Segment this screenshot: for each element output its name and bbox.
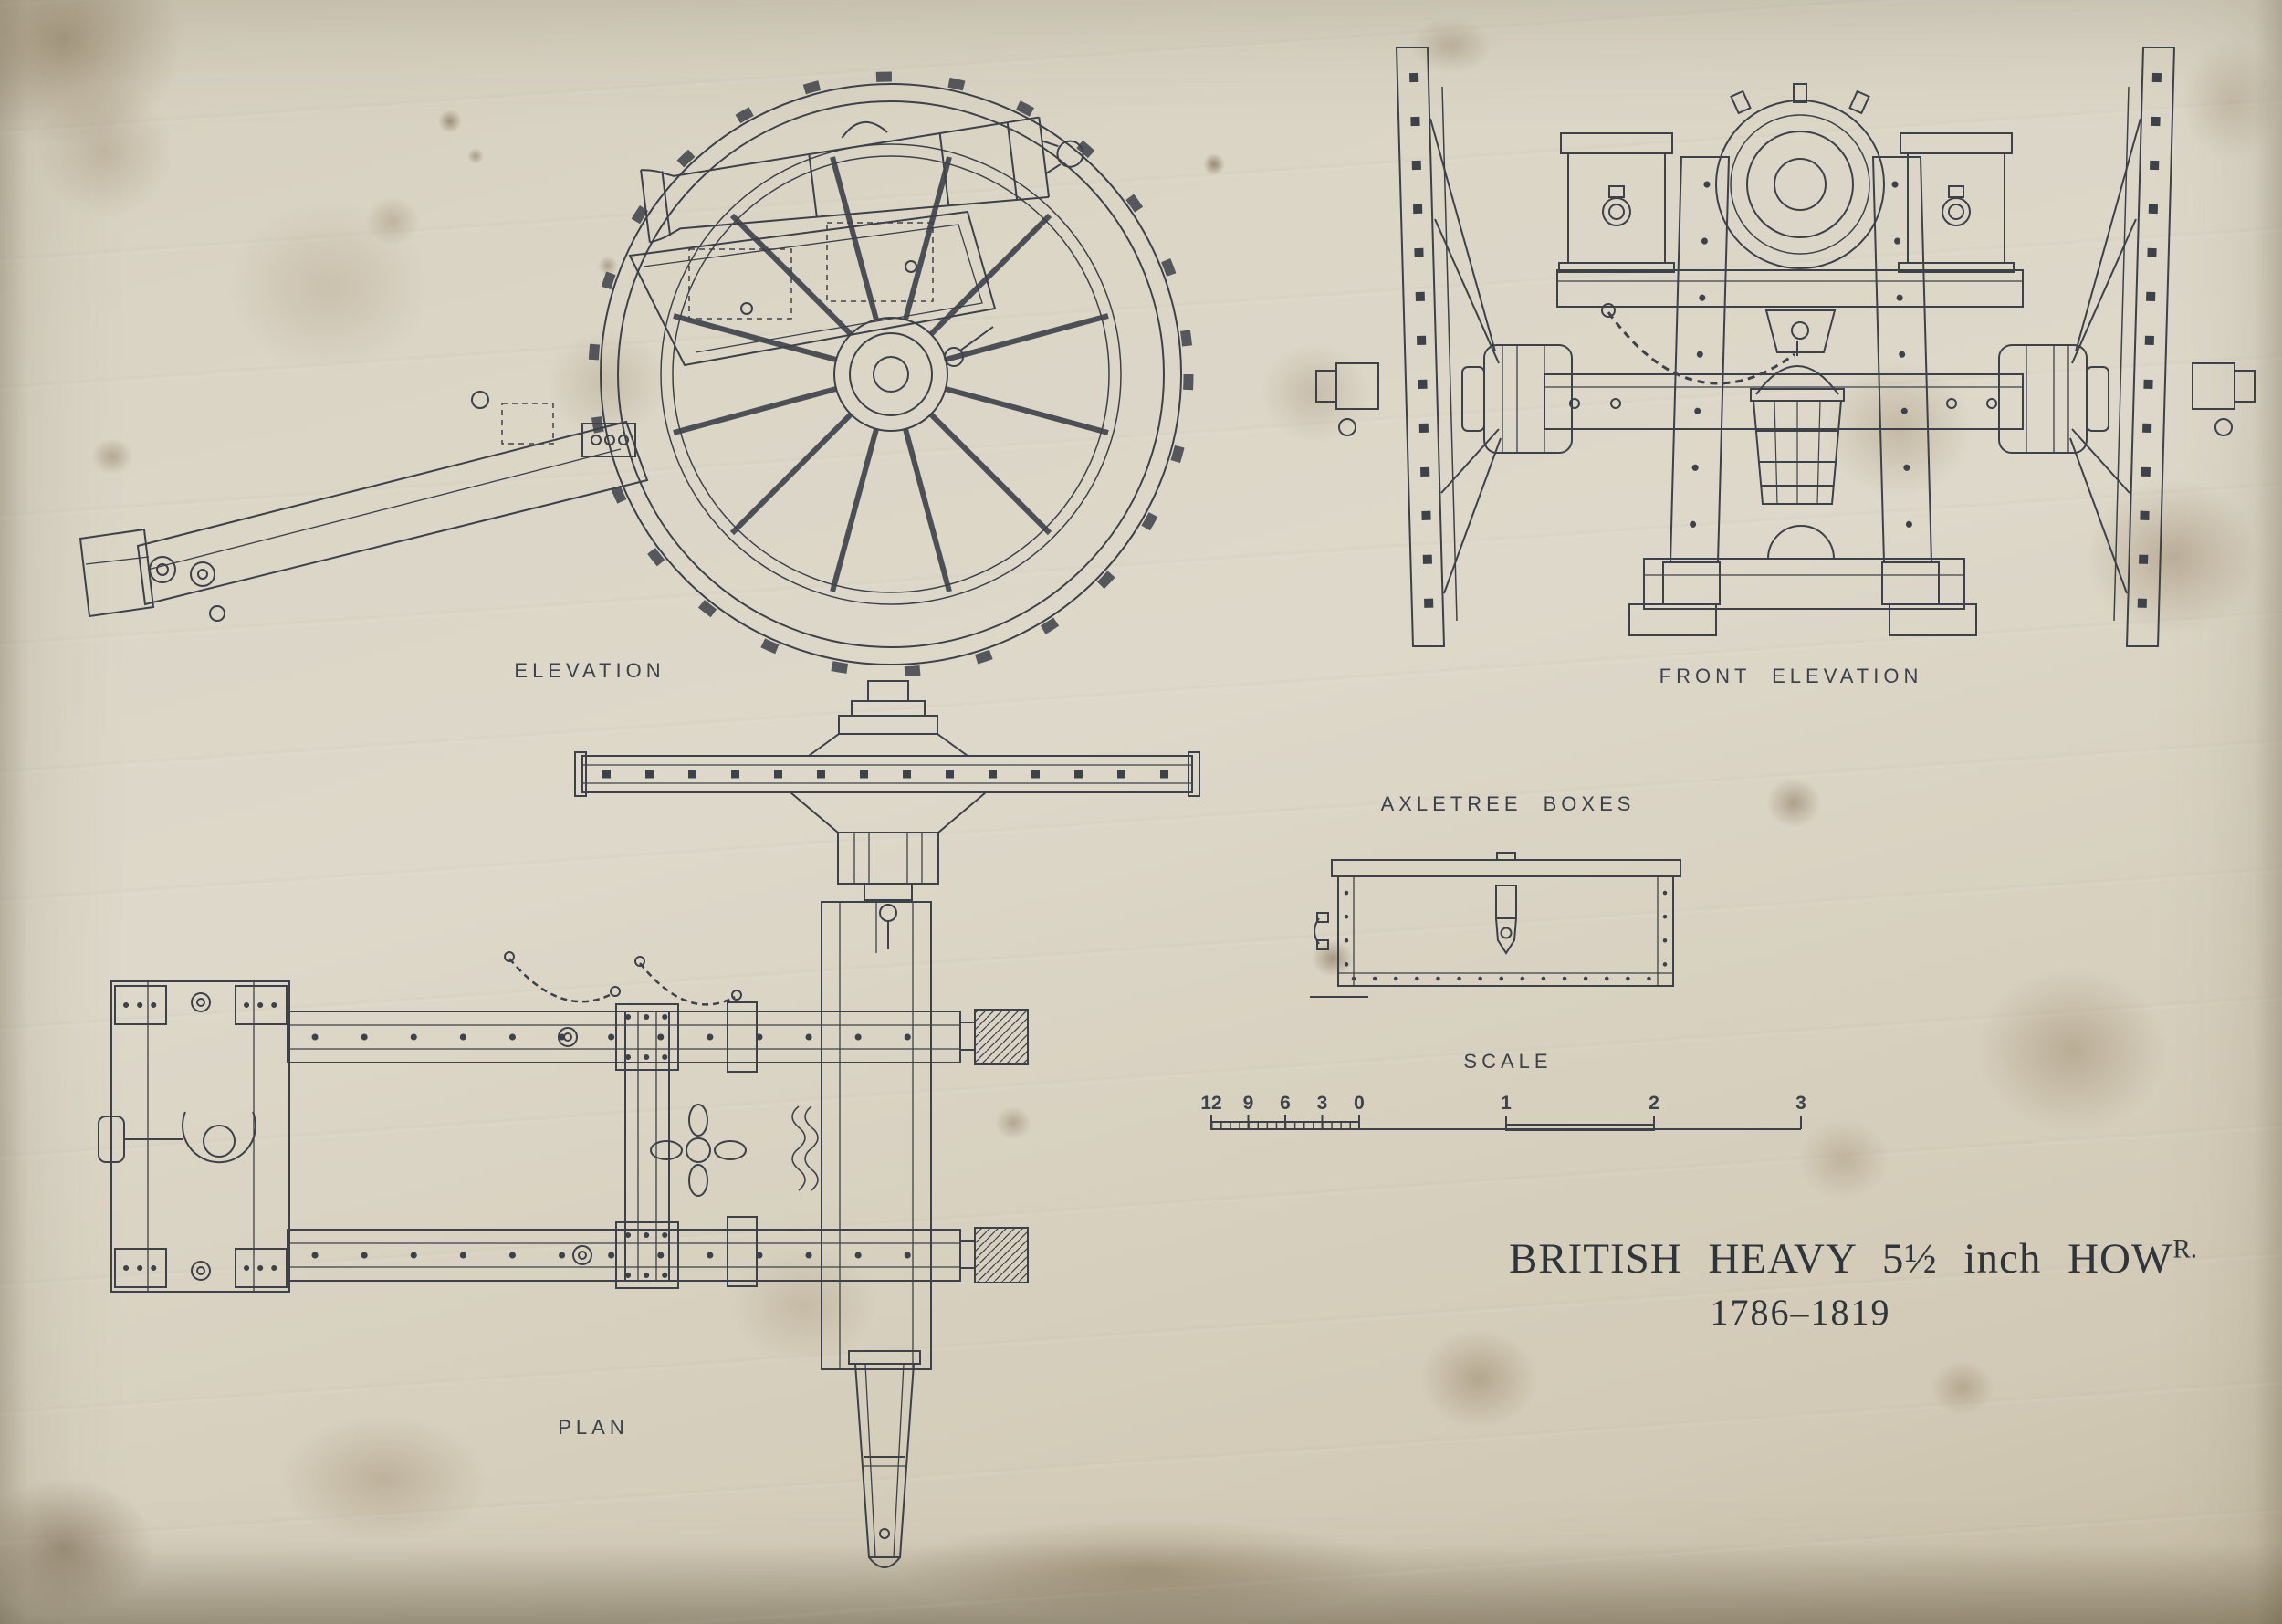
rosette-bolt bbox=[572, 1245, 592, 1265]
bed-transom bbox=[1556, 269, 2024, 308]
scale-label: SCALE bbox=[1463, 1050, 1553, 1073]
scale-bar-drawing: 12 9 6 3 0 1 2 3 bbox=[1200, 1093, 1806, 1131]
howitzer-barrel bbox=[640, 116, 1084, 244]
scale-tick-label: 3 bbox=[1317, 1093, 1328, 1114]
box-ring-handle bbox=[1602, 197, 1631, 226]
scale-tick-label: 1 bbox=[1501, 1093, 1512, 1114]
elevation-label: ELEVATION bbox=[514, 659, 665, 682]
rosette-bolt bbox=[558, 1027, 578, 1047]
box-body bbox=[1337, 875, 1674, 987]
elevating-handwheel bbox=[650, 1104, 747, 1197]
scale-tick-label: 2 bbox=[1649, 1093, 1659, 1114]
lifting-handle bbox=[841, 120, 888, 139]
wheel bbox=[588, 71, 1194, 677]
scale-tick-label: 9 bbox=[1243, 1093, 1254, 1114]
trail-beam bbox=[79, 391, 649, 622]
box-lid bbox=[1331, 859, 1681, 877]
carriage-cheeks-front bbox=[1662, 156, 1940, 605]
water-bucket bbox=[1750, 341, 1845, 505]
left-axletree-box bbox=[1558, 132, 1675, 273]
securing-chains bbox=[504, 951, 742, 1006]
wheel-rim-top bbox=[574, 751, 1200, 797]
plan-label: PLAN bbox=[558, 1416, 629, 1439]
box-hasp bbox=[1494, 885, 1518, 955]
side-elevation-drawing bbox=[79, 71, 1194, 677]
right-wheel bbox=[1998, 47, 2256, 647]
nave-top bbox=[805, 680, 971, 757]
hanging-chain bbox=[1607, 311, 1795, 385]
left-axle-end bbox=[1335, 362, 1379, 410]
title-dates: 1786–1819 bbox=[1710, 1292, 1891, 1333]
scale-numbers: 12 9 6 3 0 1 2 3 bbox=[1200, 1093, 1806, 1114]
scale-tick-label: 0 bbox=[1354, 1093, 1365, 1114]
left-wheel bbox=[1315, 47, 1573, 647]
title-text: BRITISH HEAVY 5½ inch HOW bbox=[1508, 1235, 2173, 1283]
drawing-title: BRITISH HEAVY 5½ inch HOWR. bbox=[1424, 1234, 2282, 1283]
nave-body bbox=[788, 791, 989, 949]
front-elevation-drawing bbox=[1315, 47, 2256, 647]
cheek-beams-plan bbox=[287, 1011, 961, 1282]
scale-ruler bbox=[1210, 1115, 1802, 1131]
hatched-end-blocks bbox=[959, 1009, 1029, 1283]
muzzle-face bbox=[1715, 83, 1885, 269]
elevating-handle bbox=[944, 347, 964, 367]
axletree-box-drawing bbox=[1310, 852, 1681, 998]
beam-clamp bbox=[727, 1216, 758, 1287]
quoin-wedge bbox=[1764, 309, 1837, 353]
carriage-cheek bbox=[628, 210, 997, 367]
right-axle-end bbox=[2192, 362, 2235, 410]
axle-body-plan bbox=[821, 901, 932, 1370]
cross-transom bbox=[615, 1003, 679, 1289]
cascable-button bbox=[1056, 140, 1084, 168]
lunette-ring bbox=[149, 556, 176, 583]
trail-ring bbox=[209, 605, 225, 622]
carriage-plan-drawing bbox=[98, 901, 1029, 1568]
scale-tick-label: 6 bbox=[1280, 1093, 1291, 1114]
right-axletree-box bbox=[1898, 132, 2015, 273]
rope bbox=[791, 1105, 819, 1191]
title-superscript: R. bbox=[2172, 1234, 2198, 1264]
wheel-plan-drawing bbox=[574, 680, 1200, 949]
scale-tick-label: 12 bbox=[1200, 1093, 1221, 1114]
trail-plan bbox=[848, 1350, 921, 1568]
scale-tick-label: 3 bbox=[1795, 1093, 1806, 1114]
front-elevation-label: FRONT ELEVATION bbox=[1659, 665, 1923, 687]
lock-hook bbox=[182, 1111, 256, 1164]
front-transom bbox=[98, 980, 290, 1293]
carriage-base bbox=[1628, 525, 1977, 636]
title-block: BRITISH HEAVY 5½ inch HOWR. 1786–1819 bbox=[1424, 1234, 2282, 1334]
box-ring-handle bbox=[1942, 197, 1971, 226]
axletree-beam bbox=[1544, 373, 2024, 430]
box-handle bbox=[1314, 912, 1329, 950]
beam-clamp bbox=[727, 1001, 758, 1073]
axletree-boxes-label: AXLETREE BOXES bbox=[1380, 792, 1636, 815]
